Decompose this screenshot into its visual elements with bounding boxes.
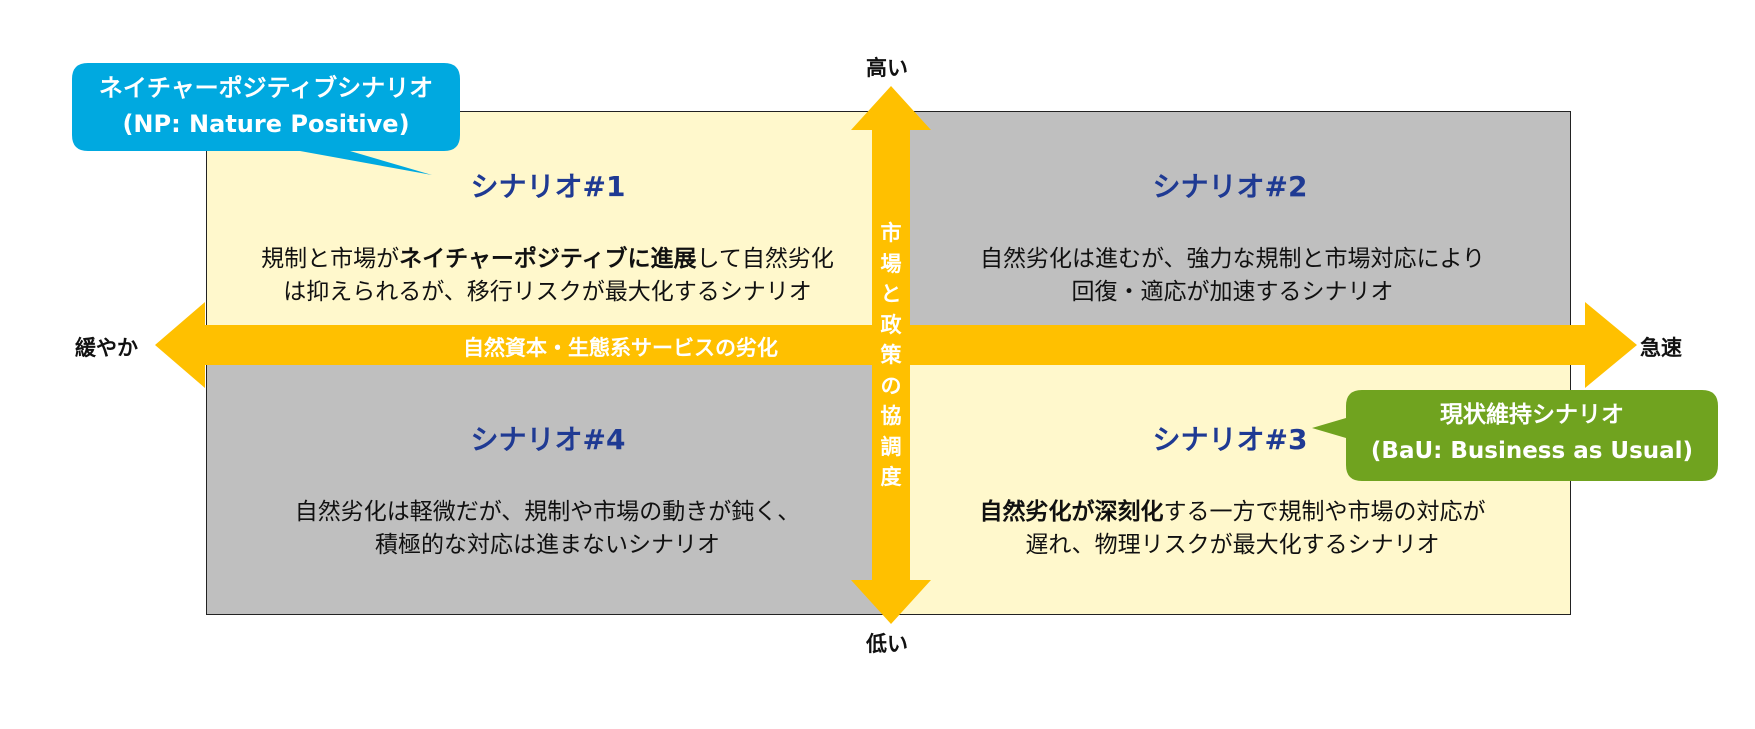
scenario-2-description: 自然劣化は進むが、強力な規制と市場対応により 回復・適応が加速するシナリオ (979, 246, 1486, 305)
np-callout-shape (72, 63, 460, 175)
quadrant-4-bg (206, 363, 889, 615)
scenario-1-title: シナリオ#1 (470, 170, 626, 203)
vertical-axis-label: 市 場 と 政 策 の 協 調 度 (880, 221, 902, 489)
bau-callout-shape (1312, 390, 1718, 481)
scenario-4-description: 自然劣化は軽微だが、規制や市場の動きが鈍く、 積極的な対応は進まないシナリオ (294, 499, 801, 558)
axis-top-label: 高い (866, 56, 908, 80)
axis-left-label: 緩やか (75, 336, 138, 360)
scenario-4-title: シナリオ#4 (470, 423, 626, 456)
horizontal-axis-label: 自然資本・生態系サービスの劣化 (463, 336, 778, 360)
scenario-3-description: 自然劣化が深刻化する一方で規制や市場の対応が 遅れ、物理リスクが最大化するシナリ… (979, 499, 1486, 558)
scenario-2-title: シナリオ#2 (1152, 170, 1308, 203)
np-callout-text: ネイチャーポジティブシナリオ (NP: Nature Positive) (98, 74, 434, 138)
quadrant-2-bg (889, 111, 1571, 363)
vertical-axis-arrow (851, 86, 931, 624)
axis-right-label: 急速 (1640, 336, 1682, 360)
bau-callout-text: 現状維持シナリオ (BaU: Business as Usual) (1370, 402, 1694, 464)
scenario-3-title: シナリオ#3 (1152, 423, 1308, 456)
scenario-1-description: 規制と市場がネイチャーポジティブに進展して自然劣化 は抑えられるが、移行リスクが… (261, 246, 834, 305)
axis-bottom-label: 低い (866, 632, 908, 656)
